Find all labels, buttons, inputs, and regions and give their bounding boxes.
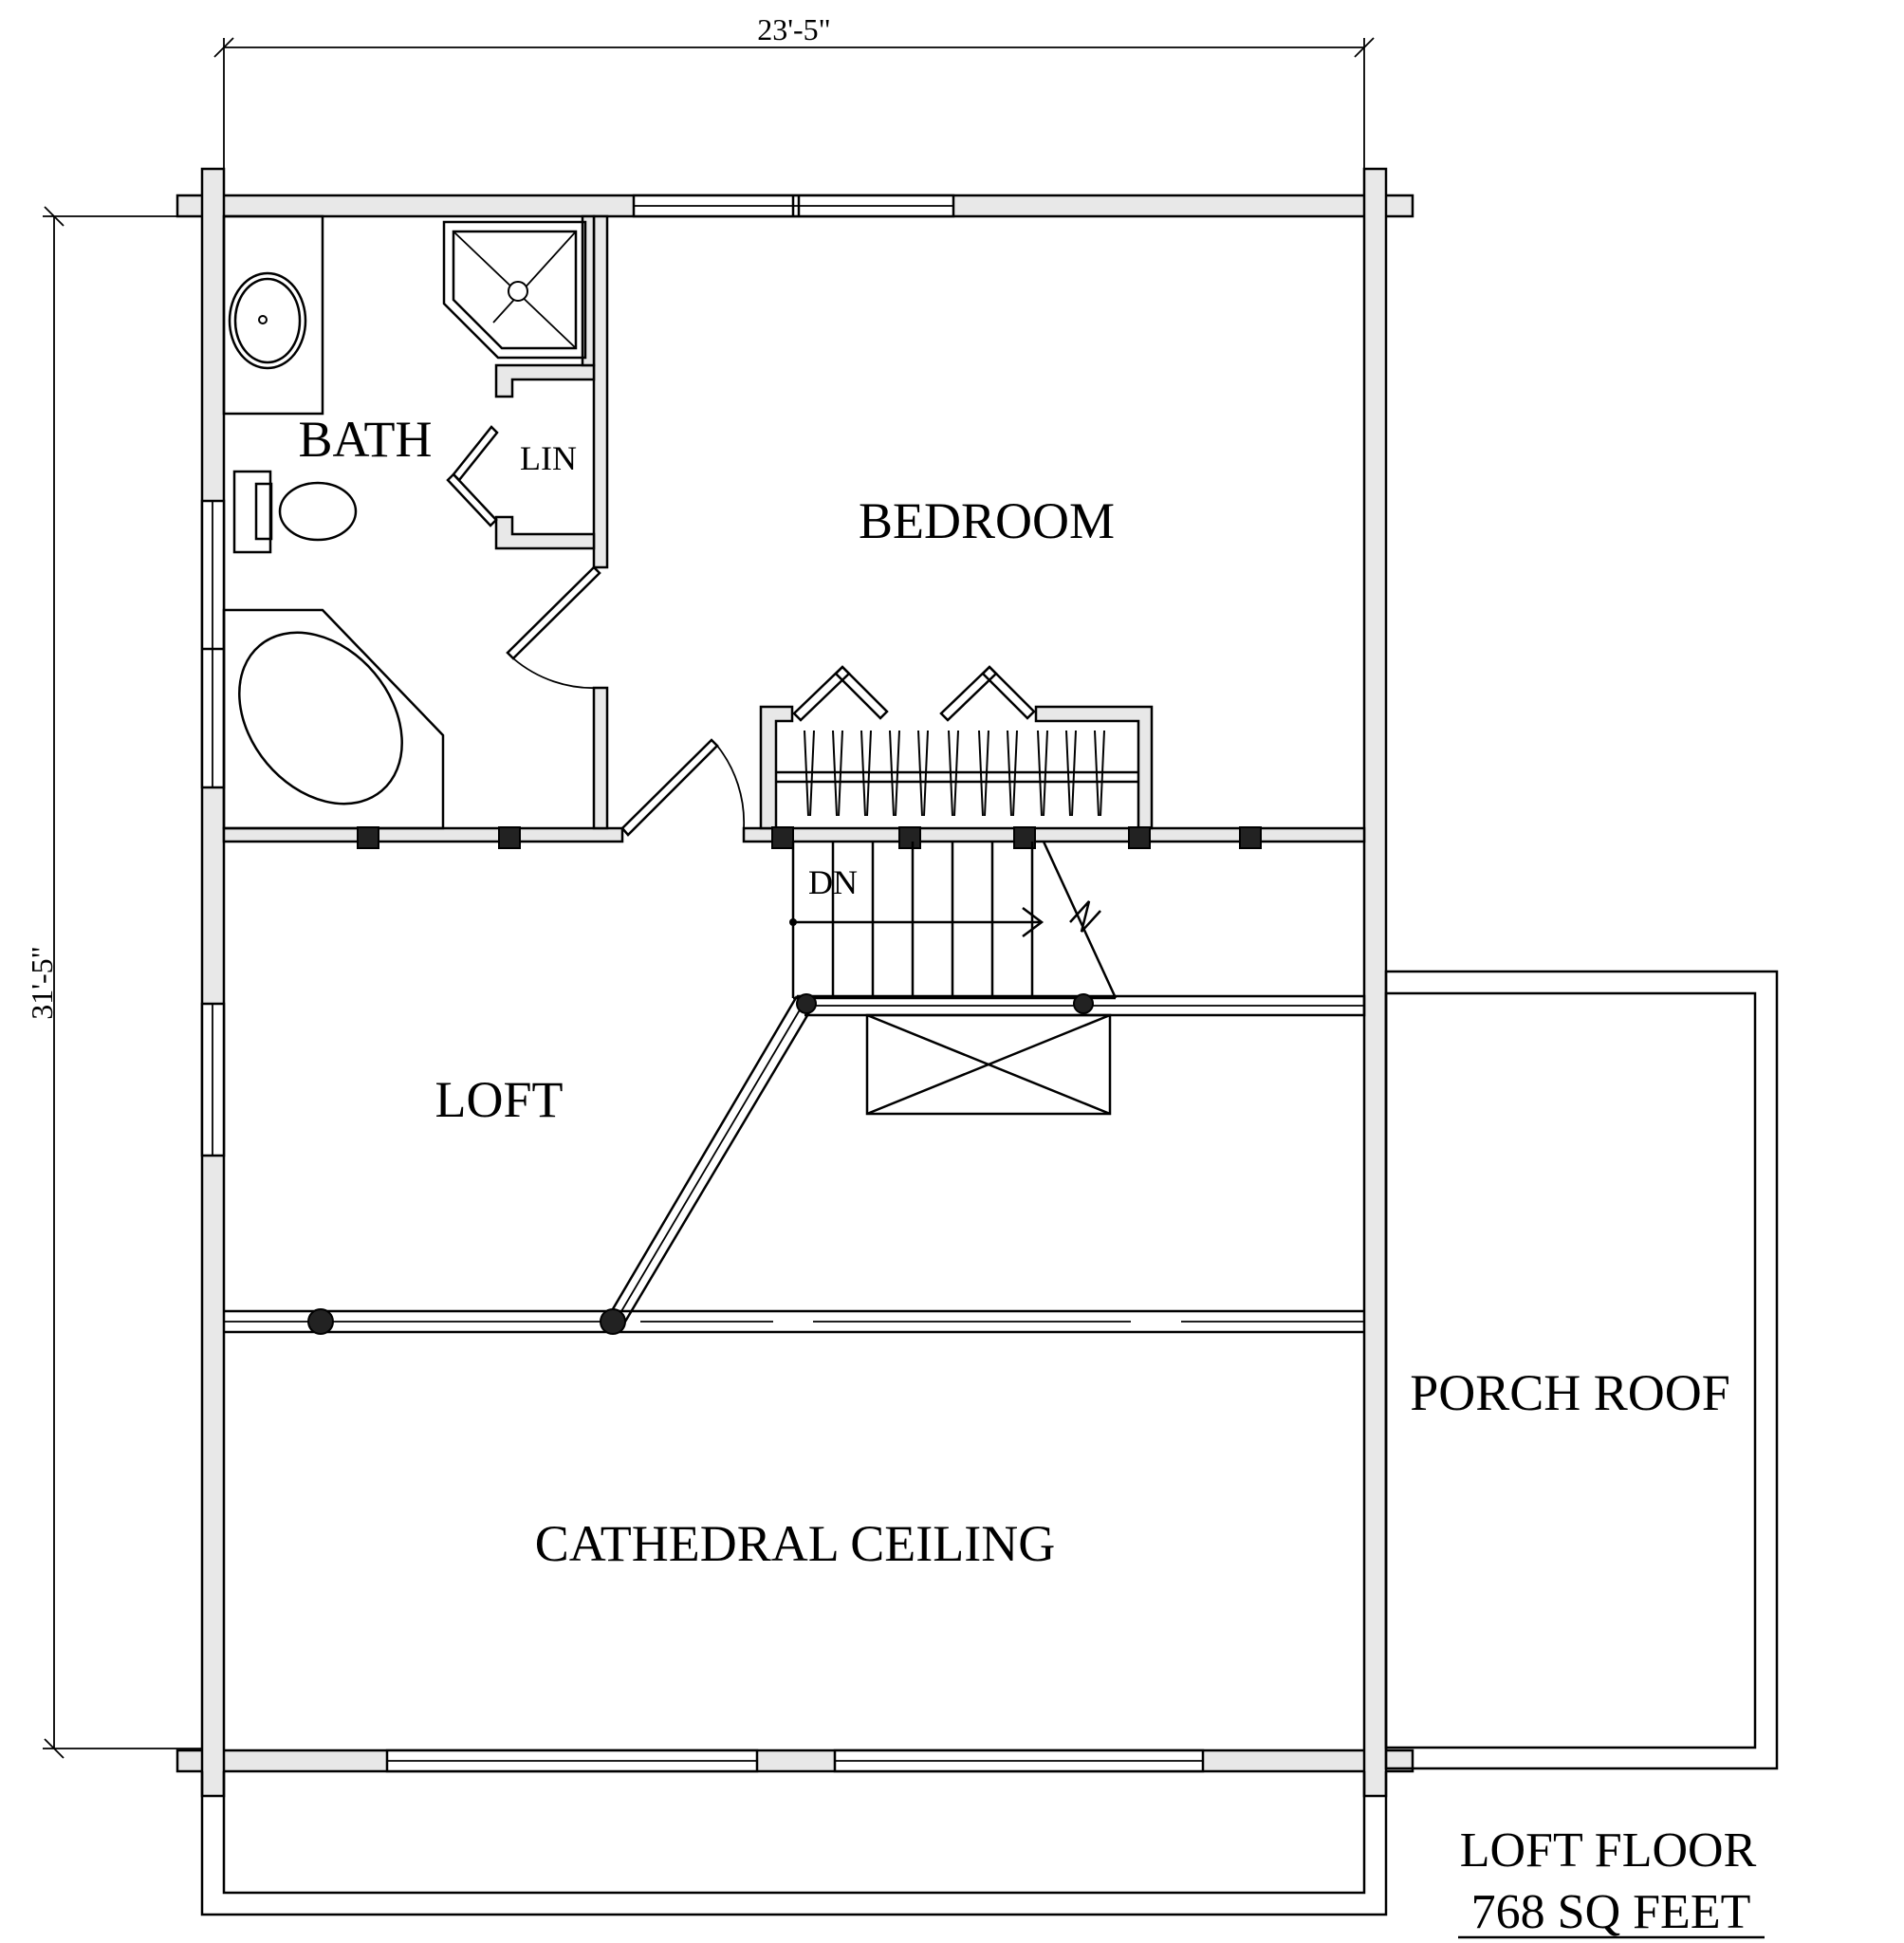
porch-roof-outline <box>1384 970 1779 1770</box>
loft-label: LOFT <box>435 1071 564 1128</box>
bath-label: BATH <box>298 411 432 468</box>
porch-roof-label: PORCH ROOF <box>1410 1364 1730 1421</box>
dimension-height-label: 31'-5" <box>25 946 59 1019</box>
linen-label: LIN <box>520 439 577 477</box>
lower-porch-rail <box>200 1771 1388 1916</box>
interior-walls <box>222 214 1366 843</box>
loft-railing <box>224 993 1366 1335</box>
stairs-down-label: DN <box>808 863 858 901</box>
dimension-width-label: 23'-5" <box>757 12 830 46</box>
wall-posts <box>357 826 1262 849</box>
floor-title: LOFT FLOOR <box>1460 1823 1757 1878</box>
dimension-height: 31'-5" <box>25 206 204 1759</box>
floor-area: 768 SQ FEET <box>1471 1885 1751 1939</box>
stairs <box>789 841 1118 1000</box>
cathedral-ceiling-label: CATHEDRAL CEILING <box>535 1515 1055 1572</box>
bedroom-label: BEDROOM <box>859 492 1115 549</box>
loft-door <box>620 738 746 837</box>
windows <box>200 194 1205 1773</box>
bath-fixtures <box>222 214 601 830</box>
bedroom-closet <box>776 665 1138 817</box>
dimension-width: 23'-5" <box>213 12 1375 190</box>
